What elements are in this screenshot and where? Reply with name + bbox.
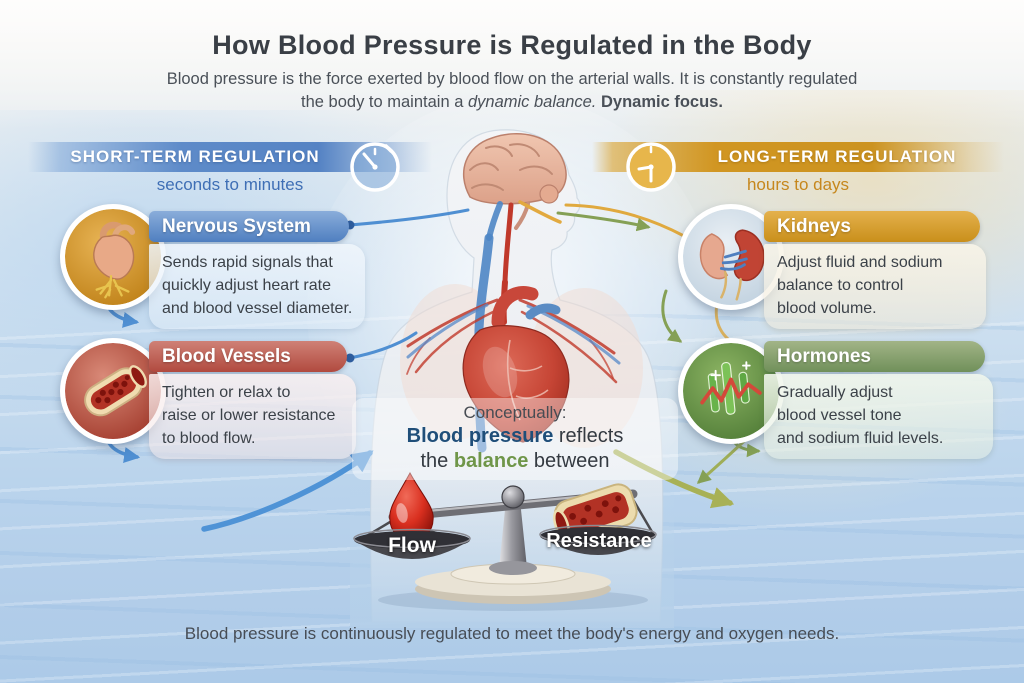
long-term-label: LONG-TERM REGULATION [717, 147, 957, 166]
concept-line-1: Conceptually: [463, 403, 567, 422]
kidneys-title: Kidneys [777, 215, 851, 237]
page-title: How Blood Pressure is Regulated in the B… [212, 30, 812, 60]
arrow-kidneys-to-hormones [661, 289, 683, 343]
arrow-long-to-balance [613, 449, 735, 509]
blood-vessels-title: Blood Vessels [162, 345, 291, 367]
arrow-short-to-balance [201, 450, 374, 532]
nervous-line-3: and blood vessel diameter. [162, 300, 353, 318]
hormones-line-3: and sodium fluid levels. [777, 430, 944, 448]
concept-blood-pressure: Blood pressure [406, 425, 554, 447]
hormones-icon [678, 338, 784, 444]
line-nervous-to-body [348, 208, 470, 227]
line-body-to-kidneys [564, 203, 686, 238]
kidneys-line-2: balance to control [777, 277, 904, 295]
scale-column [499, 500, 527, 568]
kidneys-line-1: Adjust fluid and sodium [777, 254, 943, 271]
resistance-pan-label: Resistance [546, 530, 652, 552]
concept-reflects: reflects [553, 425, 624, 447]
subtitle-italic: dynamic balance. [467, 93, 597, 111]
concept-line-2: Blood pressure reflects [356, 425, 674, 448]
concept-statement: Conceptually: Blood pressure reflects th… [352, 398, 678, 480]
balance-scale [353, 471, 657, 611]
clock-icon [626, 142, 676, 192]
kidneys-line-3: blood volume. [777, 300, 877, 318]
short-term-timeframe: seconds to minutes [156, 175, 304, 194]
vessels-line-3: to blood flow. [162, 430, 256, 448]
heart [462, 286, 570, 443]
hormones-line-2: blood vessel tone [777, 407, 902, 425]
arrow-body-long-term [556, 211, 651, 232]
blood-vessels-ribbon: Blood Vessels [149, 341, 347, 372]
vessels-line-2: raise or lower resistance [162, 407, 336, 425]
hormones-ribbon: Hormones [764, 341, 985, 372]
line-vessels-to-body [348, 331, 418, 360]
blood-drop [389, 471, 434, 541]
concept-balance: balance [453, 450, 529, 472]
connector-dot-vessels [345, 353, 355, 363]
short-term-label: SHORT-TERM REGULATION [70, 147, 320, 166]
concept-between: between [528, 450, 610, 472]
concept-the: the [420, 450, 454, 472]
nervous-system-card: Sends rapid signals that quickly adjust … [149, 244, 365, 330]
blood-vessels-card: Tighten or relax to raise or lower resis… [149, 374, 356, 460]
hormones-card: Gradually adjust blood vessel tone and s… [764, 374, 993, 460]
subtitle-line-2: the body to maintain a dynamic balance. … [0, 93, 1024, 112]
hormones-line-1: Gradually adjust [777, 384, 893, 401]
nervous-line-1: Sends rapid signals that [162, 254, 333, 271]
long-term-timeframe: hours to days [746, 175, 850, 194]
kidneys-ribbon: Kidneys [764, 211, 980, 242]
subtitle-bold: Dynamic focus. [596, 93, 723, 111]
nervous-system-ribbon: Nervous System [149, 211, 349, 242]
nervous-line-2: quickly adjust heart rate [162, 277, 331, 295]
scale-pans [353, 524, 657, 559]
scale-column-foot [489, 561, 537, 575]
vessels-line-1: Tighten or relax to [162, 384, 291, 401]
scale-fulcrum [501, 485, 525, 509]
concept-line-3: the balance between [356, 450, 674, 473]
nervous-system-title: Nervous System [162, 215, 311, 237]
hormones-title: Hormones [777, 345, 871, 367]
kidneys-card: Adjust fluid and sodium balance to contr… [764, 244, 986, 330]
subtitle-line-1: Blood pressure is the force exerted by b… [166, 70, 858, 88]
flow-pan-label: Flow [388, 534, 436, 557]
blood-vessels-icon [60, 338, 166, 444]
subtitle-pre: the body to maintain a [301, 93, 468, 111]
stopwatch-icon [350, 142, 400, 192]
nervous-system-icon [60, 204, 166, 310]
footer-note: Blood pressure is continuously regulated… [184, 624, 840, 643]
